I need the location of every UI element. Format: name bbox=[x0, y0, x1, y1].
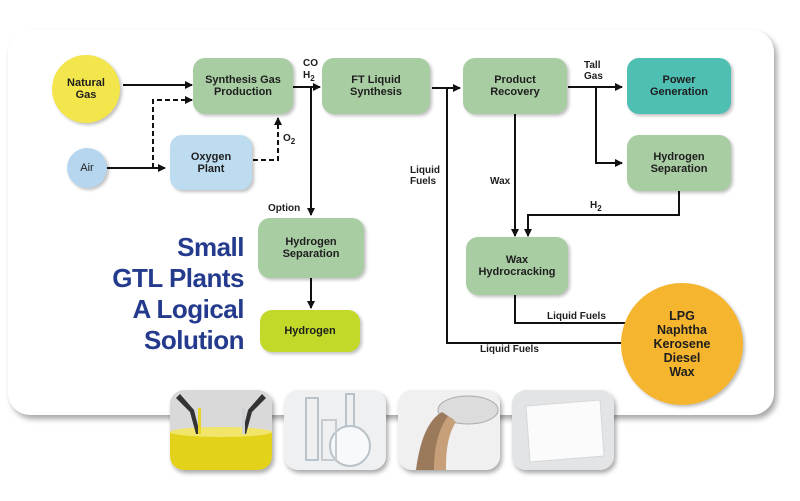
h2-top-label: H2 bbox=[303, 70, 315, 83]
liquid-fuels-upper-label: Liquid Fuels bbox=[547, 311, 606, 322]
diagram-title: Small GTL Plants A Logical Solution bbox=[110, 232, 244, 356]
option-label: Option bbox=[268, 203, 301, 214]
thumbnail-lab-glassware bbox=[284, 390, 386, 470]
arrow-liquid-fuels-lower bbox=[446, 88, 643, 347]
hydrogen-separation-left-node: Hydrogen Separation bbox=[258, 218, 364, 278]
thumbnail-wax-block bbox=[512, 390, 614, 470]
product-recovery-label: Product Recovery bbox=[490, 74, 540, 98]
wax-hydrocracking-node: Wax Hydrocracking bbox=[466, 237, 568, 295]
hydrogen-separation-right-node: Hydrogen Separation bbox=[627, 135, 731, 191]
arrow-liquid-fuels-upper bbox=[514, 295, 643, 327]
h2-right-label: H2 bbox=[590, 200, 602, 213]
wax-label: Wax bbox=[490, 176, 511, 187]
product-recovery-node: Product Recovery bbox=[463, 58, 567, 114]
hydrogen-label: Hydrogen bbox=[284, 325, 336, 337]
oxygen-plant-label: Oxygen Plant bbox=[190, 150, 232, 175]
arrow-air-dashed bbox=[152, 96, 193, 168]
power-generation-label: Power Generation bbox=[649, 74, 709, 98]
co-label: CO bbox=[303, 58, 318, 69]
synthesis-gas-node: Synthesis Gas Production bbox=[193, 58, 293, 114]
lab-glassware-image bbox=[284, 390, 386, 470]
oxygen-plant-node: Oxygen Plant bbox=[170, 135, 252, 190]
hydrogen-node: Hydrogen bbox=[260, 310, 360, 352]
products-label: LPG Naphtha Kerosene Diesel Wax bbox=[653, 309, 711, 379]
title-line-2: GTL Plants bbox=[112, 263, 244, 293]
title-line-3: A Logical bbox=[132, 294, 244, 324]
liquid-fuels-side-label: Liquid Fuels bbox=[410, 165, 440, 187]
arrow-oxygen-dashed bbox=[253, 117, 282, 161]
air-label: Air bbox=[80, 162, 94, 174]
ft-synthesis-node: FT Liquid Synthesis bbox=[322, 58, 430, 114]
pouring-oil-image bbox=[398, 390, 500, 470]
synthesis-gas-label: Synthesis Gas Production bbox=[205, 74, 281, 98]
natural-gas-node: Natural Gas bbox=[52, 55, 120, 123]
power-generation-node: Power Generation bbox=[627, 58, 731, 114]
title-line-1: Small bbox=[177, 232, 244, 262]
thumbnail-pouring-fuel bbox=[170, 390, 272, 470]
products-node: LPG Naphtha Kerosene Diesel Wax bbox=[621, 283, 743, 405]
ft-synthesis-label: FT Liquid Synthesis bbox=[350, 74, 402, 98]
arrow-h2-recycle bbox=[524, 190, 680, 237]
title-line-4: Solution bbox=[144, 325, 244, 355]
natural-gas-label: Natural Gas bbox=[67, 77, 105, 101]
hydrogen-separation-right-label: Hydrogen Separation bbox=[650, 151, 708, 175]
wax-block-image bbox=[512, 390, 614, 470]
o2-label: O2 bbox=[283, 133, 296, 146]
tall-gas-label: Tall Gas bbox=[584, 60, 603, 82]
liquid-fuels-lower-label: Liquid Fuels bbox=[480, 344, 539, 355]
pouring-fuel-image bbox=[170, 390, 272, 470]
thumbnail-pouring-oil bbox=[398, 390, 500, 470]
wax-hydrocracking-label: Wax Hydrocracking bbox=[478, 254, 556, 278]
hydrogen-separation-left-label: Hydrogen Separation bbox=[282, 236, 340, 260]
air-node: Air bbox=[67, 148, 107, 188]
arrow-to-h2-sep-right bbox=[595, 87, 623, 167]
